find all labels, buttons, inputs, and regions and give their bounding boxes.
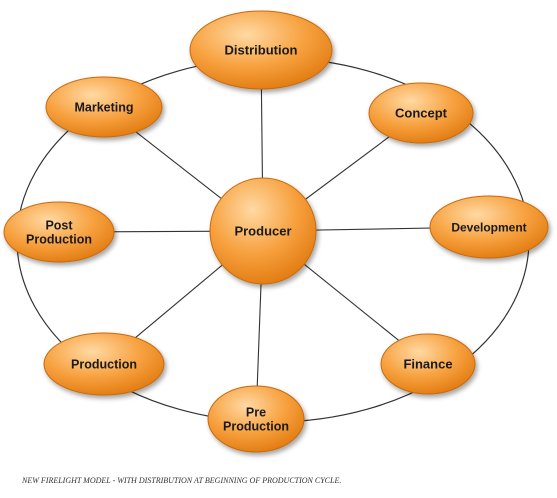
node-shape-production bbox=[43, 332, 165, 396]
node-shape-development bbox=[429, 195, 549, 259]
node-label-production: Production bbox=[71, 358, 137, 372]
node-producer: Producer bbox=[209, 177, 317, 285]
figure-caption: NEW FIRELIGHT MODEL - WITH DISTRIBUTION … bbox=[22, 476, 342, 485]
node-label-distribution: Distribution bbox=[225, 43, 298, 58]
node-production: Production bbox=[43, 332, 165, 396]
node-shape-post-production bbox=[3, 201, 115, 263]
node-shape-concept bbox=[368, 82, 474, 144]
node-label-marketing: Marketing bbox=[74, 101, 133, 115]
node-concept: Concept bbox=[368, 82, 474, 144]
node-shape-finance bbox=[380, 333, 476, 395]
node-label-finance: Finance bbox=[403, 357, 452, 372]
node-finance: Finance bbox=[380, 333, 476, 395]
node-shape-pre-production bbox=[207, 385, 305, 453]
node-development: Development bbox=[429, 195, 549, 259]
node-distribution: Distribution bbox=[189, 10, 333, 90]
node-shape-distribution bbox=[189, 10, 333, 90]
node-marketing: Marketing bbox=[45, 76, 163, 138]
node-shape-marketing bbox=[45, 76, 163, 138]
node-shape-producer bbox=[209, 177, 317, 285]
node-label-concept: Concept bbox=[395, 106, 448, 121]
node-label-producer: Producer bbox=[234, 224, 291, 239]
node-label-development: Development bbox=[451, 220, 526, 234]
firelight-model-diagram: DistributionConceptDevelopmentFinancePre… bbox=[3, 10, 549, 453]
